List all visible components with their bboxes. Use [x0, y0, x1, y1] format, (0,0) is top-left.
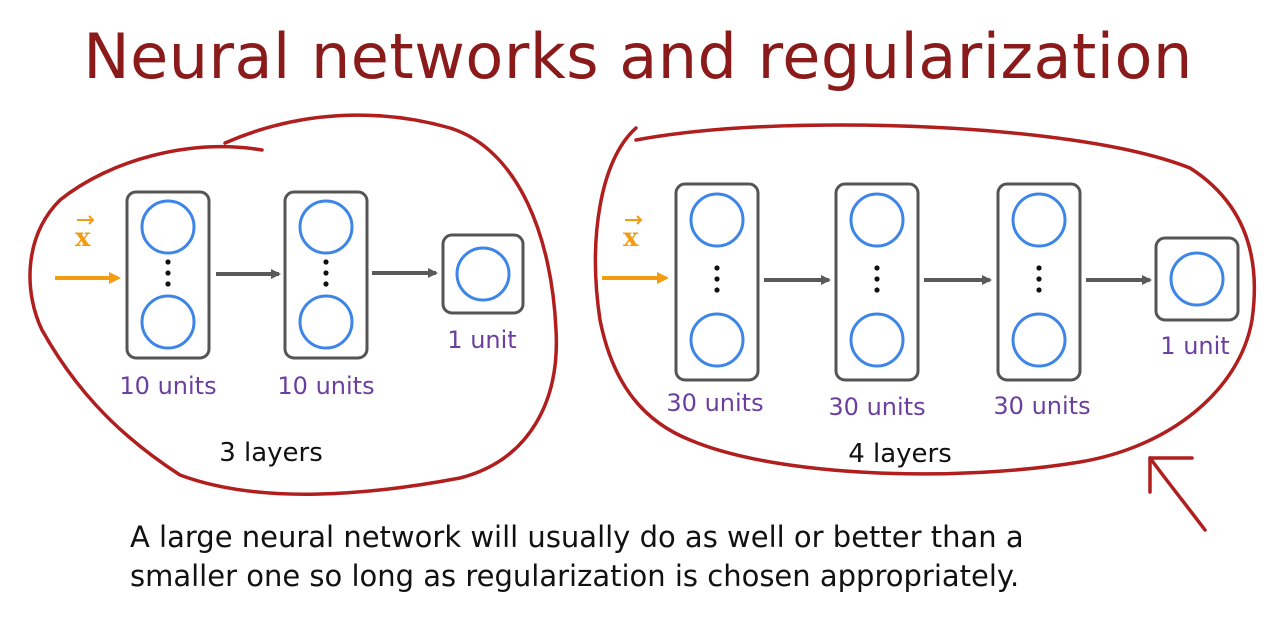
neuron [298, 199, 354, 255]
neuron [298, 294, 354, 350]
small-network: x 10 units 10 units 1 unit 3 [55, 190, 525, 468]
vertical-ellipsis-icon [1036, 265, 1042, 293]
output-units-label: 1 unit [1160, 332, 1229, 360]
vector-arrow-icon [77, 215, 95, 225]
output-layer-box [441, 233, 525, 315]
vertical-ellipsis-icon [714, 265, 720, 293]
hidden-layer-box [996, 182, 1082, 382]
input-x-label: x [75, 223, 91, 253]
vertical-ellipsis-icon [323, 259, 329, 287]
layer-1-units-label: 30 units [666, 389, 763, 417]
layer-3-units-label: 30 units [993, 392, 1090, 420]
caption-line-2: smaller one so long as regularization is… [130, 559, 1020, 593]
neuron [140, 294, 196, 350]
hidden-layer-box [283, 190, 369, 360]
annotation-pointer-arrow [1148, 456, 1207, 532]
layer-1-units-label: 10 units [119, 372, 216, 400]
hidden-layer-box [674, 182, 760, 382]
vector-arrow-icon [625, 215, 643, 225]
neuron [140, 199, 196, 255]
large-network: x [602, 182, 1240, 469]
hidden-layer-box [125, 190, 211, 360]
output-units-label: 1 unit [447, 326, 516, 354]
vertical-ellipsis-icon [165, 259, 171, 287]
output-layer-box [1154, 236, 1240, 322]
large-network-annotation-loop [593, 123, 1257, 476]
layer-2-units-label: 30 units [828, 393, 925, 421]
neuron [849, 192, 905, 248]
small-network-layers-label: 3 layers [219, 438, 323, 468]
neuron [455, 246, 511, 302]
large-network-layers-label: 4 layers [848, 439, 952, 469]
caption-line-1: A large neural network will usually do a… [130, 520, 1024, 554]
neuron [849, 312, 905, 368]
neuron [1011, 192, 1067, 248]
small-network-annotation-loop [28, 113, 559, 496]
neuron [689, 192, 745, 248]
neuron [689, 312, 745, 368]
vertical-ellipsis-icon [874, 265, 880, 293]
neuron [1169, 251, 1225, 307]
caption: A large neural network will usually do a… [130, 518, 1190, 596]
input-x-label: x [623, 223, 639, 253]
layer-2-units-label: 10 units [277, 372, 374, 400]
neuron [1011, 312, 1067, 368]
slide-title: Neural networks and regularization [83, 20, 1193, 93]
hidden-layer-box [834, 182, 920, 382]
